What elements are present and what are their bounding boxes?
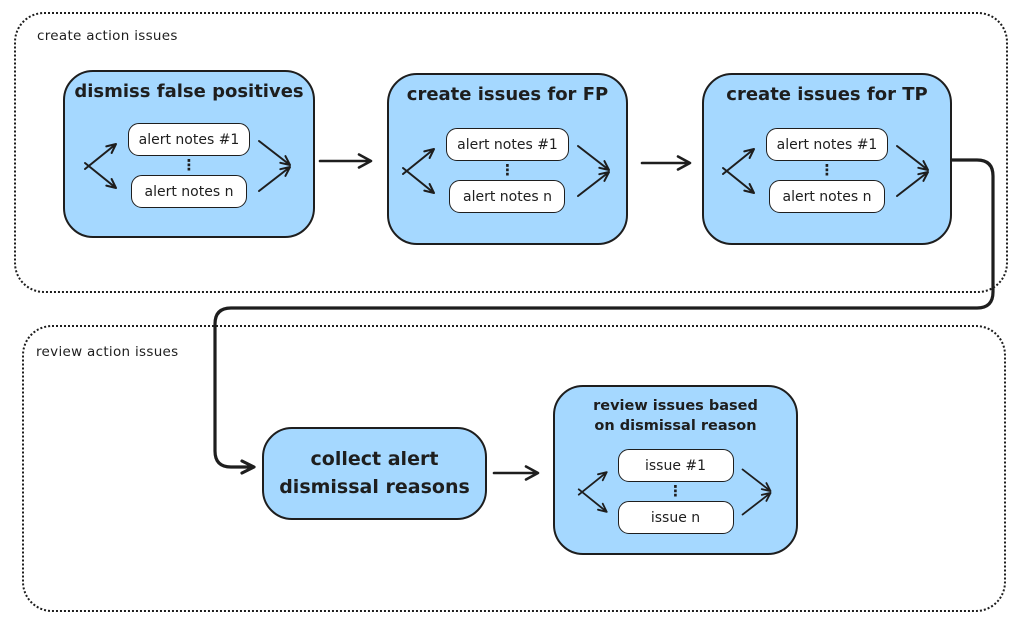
section-review-label: review action issues xyxy=(36,344,179,360)
alert-notes-n-box: alert notes n xyxy=(768,180,885,213)
alert-notes-1-box: alert notes #1 xyxy=(127,123,251,156)
fan-in-arrows-icon xyxy=(896,144,930,197)
vertical-ellipsis: ⋮ xyxy=(668,482,683,501)
fan-out-arrows-icon xyxy=(577,471,608,513)
alert-notes-n-box: alert notes n xyxy=(130,175,247,208)
vertical-ellipsis: ⋮ xyxy=(819,161,835,179)
node-review-issues: review issues based on dismissal reason … xyxy=(553,385,798,555)
node-title: review issues based on dismissal reason xyxy=(593,398,758,435)
fan-in-arrows-icon xyxy=(741,468,771,516)
vertical-ellipsis: ⋮ xyxy=(181,156,197,174)
node-title: dismiss false positives xyxy=(74,81,304,102)
issue-1-box: issue #1 xyxy=(617,449,734,483)
node-create-issues-tp: create issues for TP alert notes #1 ⋮ al… xyxy=(702,73,952,245)
alert-notes-1-box: alert notes #1 xyxy=(446,128,569,161)
node-title: collect alert dismissal reasons xyxy=(279,447,470,498)
vertical-ellipsis: ⋮ xyxy=(499,161,515,179)
issue-n-box: issue n xyxy=(617,501,734,535)
fan-out-arrows-icon xyxy=(83,142,117,189)
alert-notes-n-box: alert notes n xyxy=(449,180,566,213)
fan-out-arrows-icon xyxy=(402,147,436,194)
fan-in-arrows-icon xyxy=(576,144,610,197)
alert-notes-1-box: alert notes #1 xyxy=(765,128,889,161)
section-create-label: create action issues xyxy=(37,28,178,44)
node-create-issues-fp: create issues for FP alert notes #1 ⋮ al… xyxy=(387,73,628,245)
fan-out-arrows-icon xyxy=(721,147,755,194)
node-title: create issues for TP xyxy=(726,84,928,105)
section-review-action-issues: review action issues xyxy=(22,325,1006,612)
node-title: create issues for FP xyxy=(406,84,609,105)
node-collect-dismissal-reasons: collect alert dismissal reasons xyxy=(262,427,487,520)
node-dismiss-false-positives: dismiss false positives alert notes #1 ⋮… xyxy=(63,70,315,238)
fan-in-arrows-icon xyxy=(258,139,292,192)
